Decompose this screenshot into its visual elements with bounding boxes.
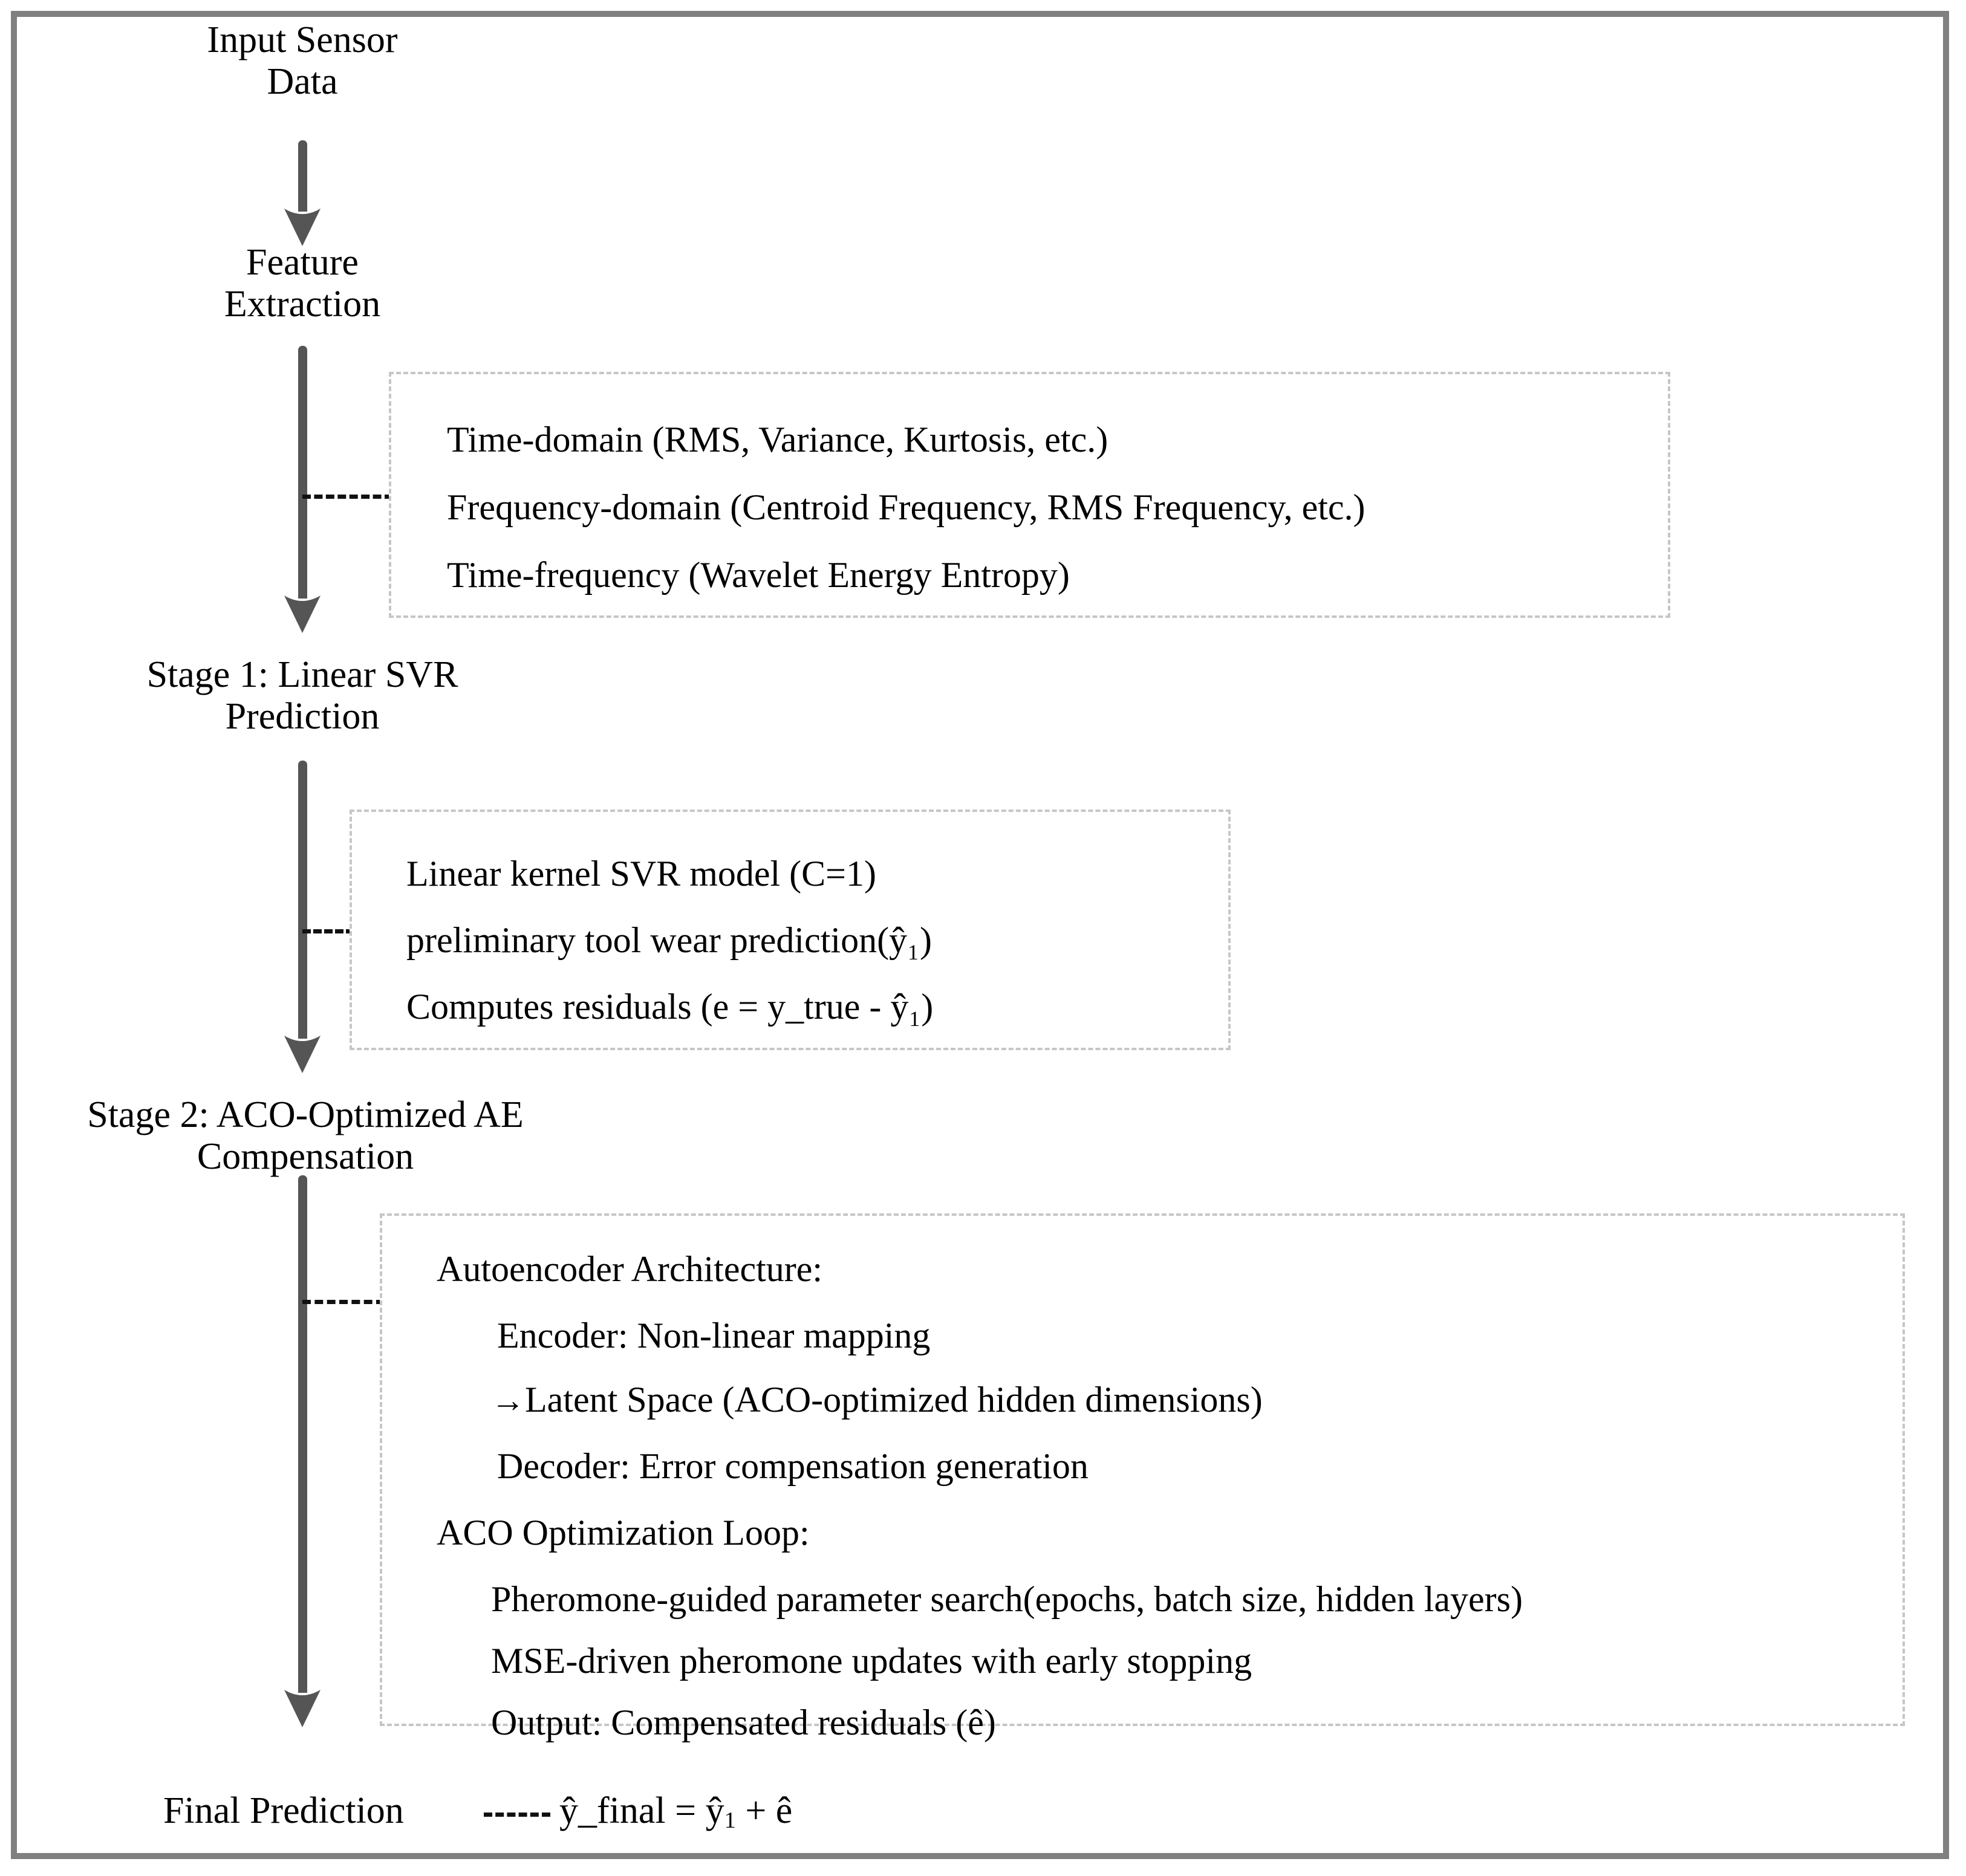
features-line-time-frequency: Time-frequency (Wavelet Energy Entropy) [447, 555, 1070, 595]
arrow-input-to-feature [284, 140, 321, 246]
autoencoder-line-decoder: Decoder: Error compensation generation [497, 1446, 1089, 1486]
node-stage1-linear-svr: Stage 1: Linear SVR Prediction [146, 654, 458, 738]
final-prediction-label: Final Prediction [163, 1790, 404, 1831]
arrowhead-icon [284, 1690, 321, 1727]
features-line-time-domain: Time-domain (RMS, Variance, Kurtosis, et… [447, 420, 1108, 459]
connector-final-prediction [484, 1813, 550, 1817]
autoencoder-latent-text: Latent Space (ACO-optimized hidden dimen… [525, 1380, 1263, 1420]
node-stage2-aco-autoencoder: Stage 2: ACO-Optimized AE Compensation [87, 1094, 524, 1178]
final-equation-suffix: + ê [735, 1790, 793, 1831]
autoencoder-line-pheromone-search: Pheromone-guided parameter search(epochs… [491, 1579, 1523, 1619]
autoencoder-heading-aco-loop: ACO Optimization Loop: [437, 1513, 810, 1553]
autoencoder-line-mse-updates: MSE-driven pheromone updates with early … [491, 1641, 1252, 1681]
autoencoder-line-output: Output: Compensated residuals (ê) [491, 1702, 996, 1742]
node-feature-extraction: Feature Extraction [224, 242, 381, 325]
connector-feature-to-features-box [302, 495, 393, 499]
connector-stage2-to-autoencoder-box [302, 1300, 385, 1304]
arrow-feature-to-stage1 [284, 346, 321, 633]
arrow-stage2-to-final [284, 1175, 321, 1728]
features-detail-box: Time-domain (RMS, Variance, Kurtosis, et… [389, 372, 1670, 618]
final-equation-prefix: ŷ_final = ŷ [559, 1790, 724, 1831]
final-prediction-row: Final Prediction [163, 1790, 404, 1832]
final-equation-subscript: 1 [724, 1808, 736, 1834]
right-arrow-icon: → [491, 1382, 525, 1420]
features-line-frequency-domain: Frequency-domain (Centroid Frequency, RM… [447, 487, 1365, 527]
arrowhead-icon [284, 209, 321, 246]
svr-line-residuals: Computes residuals (e = y_true - ŷ₁) [406, 987, 934, 1027]
svr-line-preliminary: preliminary tool wear prediction(ŷ₁) [406, 920, 932, 960]
autoencoder-line-encoder: Encoder: Non-linear mapping [497, 1316, 931, 1355]
outer-border [11, 11, 1949, 1859]
arrow-stage1-to-stage2 [284, 761, 321, 1074]
arrowhead-icon [284, 1036, 321, 1073]
svr-line-kernel: Linear kernel SVR model (C=1) [406, 854, 876, 894]
autoencoder-detail-box: Autoencoder Architecture: Encoder: Non-l… [380, 1213, 1905, 1741]
svr-detail-box: Linear kernel SVR model (C=1) preliminar… [350, 810, 1231, 1050]
autoencoder-line-latent: →Latent Space (ACO-optimized hidden dime… [491, 1381, 1263, 1418]
arrowhead-icon [284, 596, 321, 633]
connector-stage1-to-svr-box [302, 929, 354, 933]
final-prediction-equation: ŷ_final = ŷ1 + ê [559, 1790, 793, 1834]
node-input-sensor-data: Input Sensor Data [207, 19, 398, 103]
autoencoder-heading-architecture: Autoencoder Architecture: [437, 1249, 823, 1289]
